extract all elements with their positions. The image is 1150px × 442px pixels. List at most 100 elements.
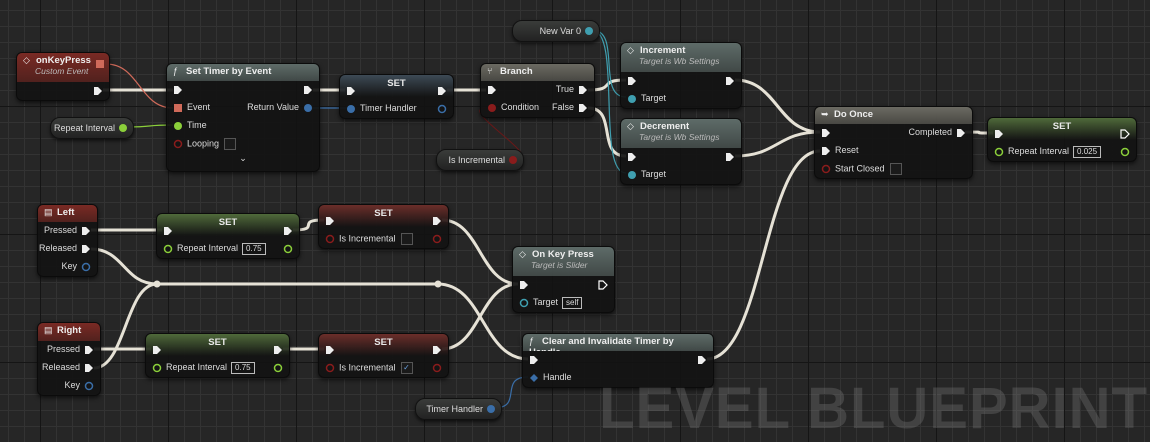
exec-input-pin[interactable] bbox=[346, 86, 356, 96]
reroute-node[interactable] bbox=[153, 280, 161, 288]
exec-input-pin[interactable] bbox=[152, 345, 162, 355]
exec-output-pin[interactable] bbox=[956, 128, 966, 138]
bool-output-pin[interactable] bbox=[432, 234, 442, 244]
exec-input-pin[interactable] bbox=[487, 85, 497, 95]
struct-output-pin[interactable] bbox=[81, 262, 91, 272]
exec-input-pin[interactable] bbox=[519, 280, 529, 290]
exec-output-pin[interactable] bbox=[578, 85, 588, 95]
advanced-pins-toggle[interactable]: ⌄ bbox=[239, 153, 247, 163]
exec-output-pin[interactable] bbox=[84, 345, 94, 355]
exec-input-pin[interactable] bbox=[821, 128, 831, 138]
exec-input-pin[interactable] bbox=[325, 345, 335, 355]
pin-default-value-input[interactable]: 0.75 bbox=[242, 243, 266, 255]
float-output-pin[interactable] bbox=[1120, 147, 1130, 157]
exec-input-pin[interactable] bbox=[173, 85, 183, 95]
exec-output-pin[interactable] bbox=[725, 152, 735, 162]
pin-label: Handle bbox=[543, 372, 572, 382]
pin-label: Repeat Interval bbox=[1008, 146, 1070, 156]
bool-input-pin[interactable] bbox=[487, 103, 497, 113]
struct-input-pin[interactable] bbox=[529, 373, 539, 383]
timer-handler-get-node[interactable]: Timer Handler bbox=[415, 398, 502, 420]
pin-default-checkbox[interactable] bbox=[224, 138, 237, 150]
pin-row: Is Incremental bbox=[319, 230, 448, 248]
exec-output-pin[interactable] bbox=[84, 363, 94, 373]
exec-input-pin[interactable] bbox=[325, 216, 335, 226]
float-input-pin[interactable] bbox=[163, 244, 173, 254]
float-output-pin[interactable] bbox=[118, 123, 128, 133]
pin-default-value-input[interactable]: 0.025 bbox=[1073, 146, 1102, 158]
bool-input-pin[interactable] bbox=[325, 363, 335, 373]
float-output-pin[interactable] bbox=[273, 363, 283, 373]
exec-output-pin[interactable] bbox=[81, 226, 91, 236]
struct-output-pin[interactable] bbox=[303, 103, 313, 113]
exec-input-pin[interactable] bbox=[821, 146, 831, 156]
exec-output-pin[interactable] bbox=[93, 86, 103, 96]
new-var-0-get-node[interactable]: New Var 0 bbox=[512, 20, 600, 42]
bool-input-pin[interactable] bbox=[325, 234, 335, 244]
float-output-pin[interactable] bbox=[283, 244, 293, 254]
object-input-pin[interactable] bbox=[627, 170, 637, 180]
pin-label: Repeat Interval bbox=[177, 243, 239, 253]
float-input-pin[interactable] bbox=[994, 147, 1004, 157]
struct-output-pin[interactable] bbox=[84, 381, 94, 391]
exec-input-pin[interactable] bbox=[627, 76, 637, 86]
pin-default-value-input[interactable]: self bbox=[562, 297, 583, 309]
exec-input-pin[interactable] bbox=[627, 152, 637, 162]
bool-output-pin[interactable] bbox=[432, 363, 442, 373]
exec-input-pin[interactable] bbox=[163, 226, 173, 236]
object-output-pin[interactable] bbox=[584, 26, 594, 36]
exec-output-pin[interactable] bbox=[1120, 129, 1130, 139]
delegate-output-pin[interactable] bbox=[95, 59, 105, 69]
struct-input-pin[interactable] bbox=[346, 104, 356, 114]
struct-output-pin[interactable] bbox=[437, 104, 447, 114]
node-header bbox=[157, 214, 299, 222]
is-incremental-get-node[interactable]: Is Incremental bbox=[436, 149, 524, 171]
float-input-pin[interactable] bbox=[152, 363, 162, 373]
repeat-interval-get-node[interactable]: Repeat Interval bbox=[50, 117, 134, 139]
exec-output-pin[interactable] bbox=[578, 103, 588, 113]
exec-output-pin[interactable] bbox=[432, 216, 442, 226]
exec-output-pin[interactable] bbox=[697, 355, 707, 365]
pin-default-checkbox[interactable]: ✓ bbox=[400, 362, 413, 374]
float-input-pin[interactable] bbox=[173, 121, 183, 131]
struct-output-pin[interactable] bbox=[486, 404, 496, 414]
bool-output-pin[interactable] bbox=[508, 155, 518, 165]
exec-output-pin[interactable] bbox=[81, 244, 91, 254]
exec-output-pin[interactable] bbox=[283, 226, 293, 236]
exec-output-pin[interactable] bbox=[432, 345, 442, 355]
pin-default-checkbox[interactable] bbox=[400, 233, 413, 245]
object-input-pin[interactable] bbox=[519, 298, 529, 308]
exec-output-pin[interactable] bbox=[725, 76, 735, 86]
exec-input-pin[interactable] bbox=[529, 355, 539, 365]
bool-input-pin[interactable] bbox=[173, 139, 183, 149]
exec-output-pin[interactable] bbox=[598, 280, 608, 290]
delegate-input-pin[interactable] bbox=[173, 103, 183, 113]
exec-output-pin[interactable] bbox=[303, 85, 313, 95]
exec-output-pin[interactable] bbox=[273, 345, 283, 355]
pin-default-checkbox[interactable] bbox=[889, 163, 902, 175]
node-title: Left bbox=[57, 207, 75, 218]
reroute-node[interactable] bbox=[434, 280, 442, 288]
exec-output-pin[interactable] bbox=[437, 86, 447, 96]
pin-default-value-input[interactable]: 0.75 bbox=[231, 362, 255, 374]
bool-input-pin[interactable] bbox=[821, 164, 831, 174]
object-input-pin[interactable] bbox=[627, 94, 637, 104]
exec-input-pin[interactable] bbox=[994, 129, 1004, 139]
